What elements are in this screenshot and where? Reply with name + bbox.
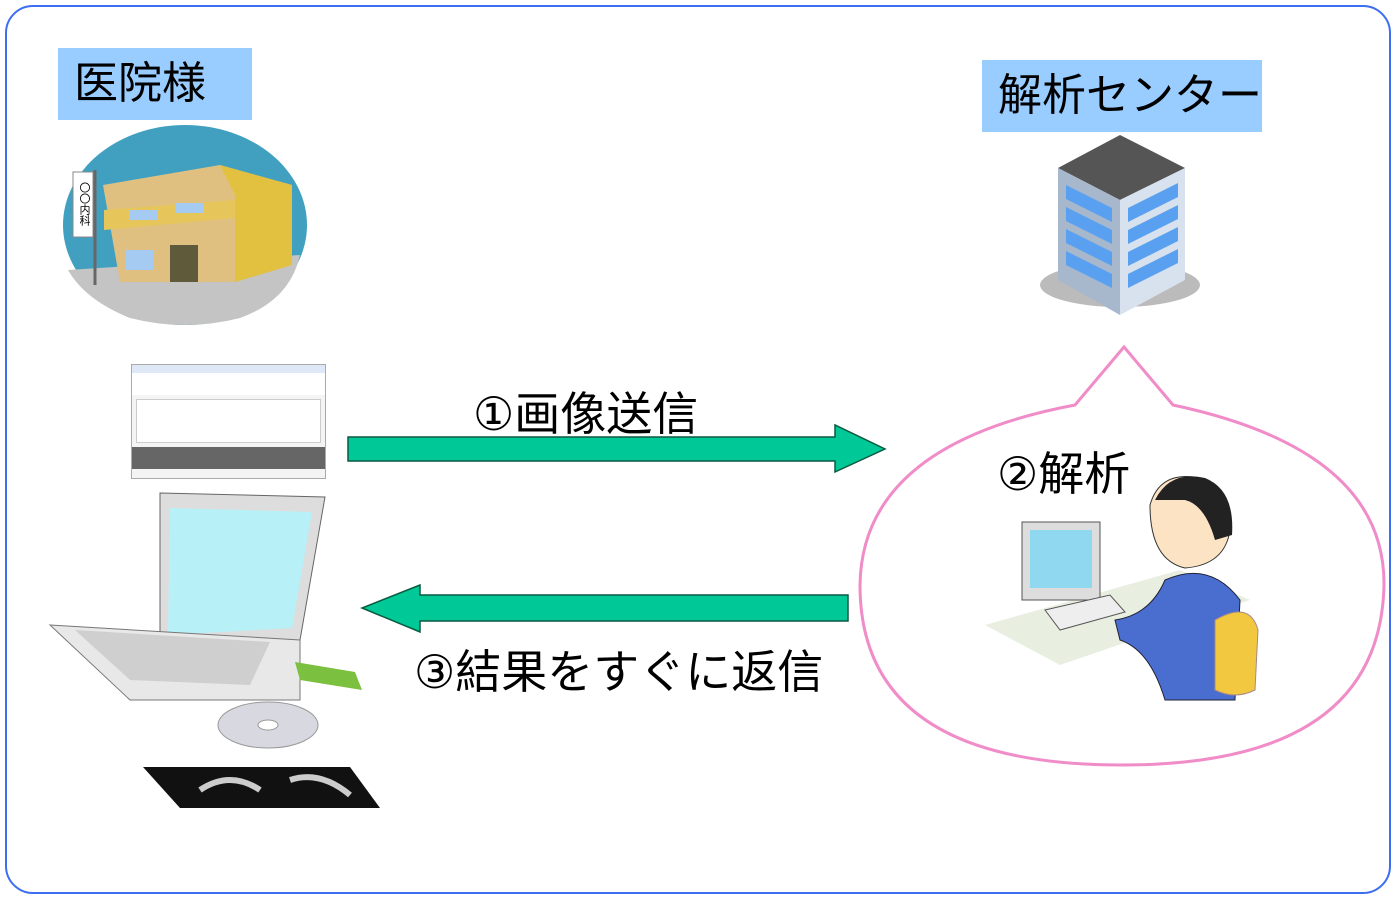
speech-bubble — [858, 344, 1386, 767]
step-analyze-label: ②解析 — [997, 447, 1131, 501]
uploader-screenshot-thumbnail — [131, 364, 326, 479]
hospital-label: 医院様 — [58, 48, 252, 120]
analysis-center-label: 解析センター — [982, 60, 1262, 132]
laptop-illustration — [48, 492, 380, 808]
analyst-illustration — [985, 476, 1259, 701]
reply-arrow — [360, 583, 849, 634]
hospital-sign: 〇〇内科 — [78, 182, 91, 226]
frame-border — [5, 5, 1391, 894]
server-illustration — [1040, 135, 1200, 315]
step-reply-label: ③結果をすぐに返信 — [414, 645, 824, 699]
send-arrow — [347, 423, 887, 474]
step-send-label: ①画像送信 — [473, 387, 699, 441]
hospital-illustration — [63, 125, 307, 325]
